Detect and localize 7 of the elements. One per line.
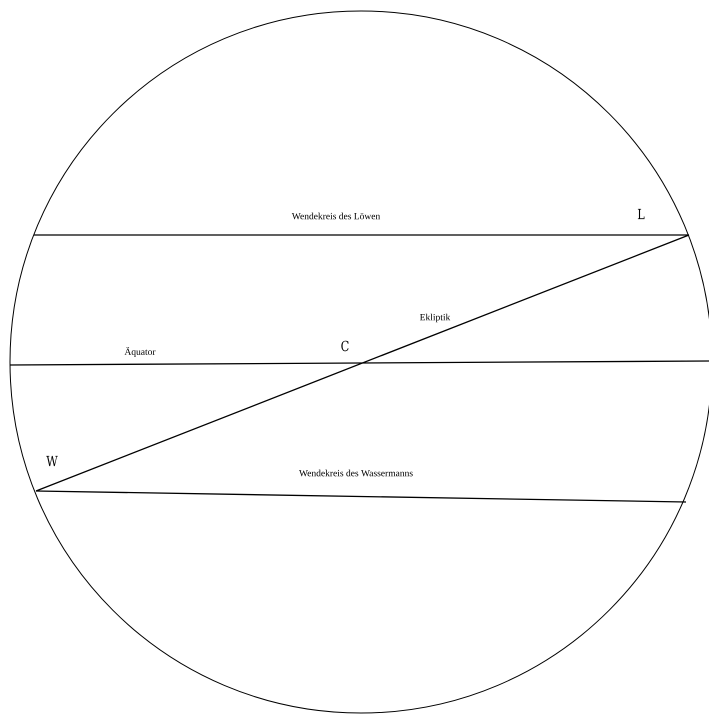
line-label: Wendekreis des Wassermanns	[299, 470, 413, 476]
line-label: Ekliptik	[420, 314, 450, 322]
point-label: W	[46, 456, 58, 466]
line-label: Wendekreis des Löwen	[292, 212, 380, 220]
point-label: L	[638, 208, 644, 220]
point-label: C	[341, 340, 349, 352]
line-label: Äquator	[124, 347, 156, 357]
